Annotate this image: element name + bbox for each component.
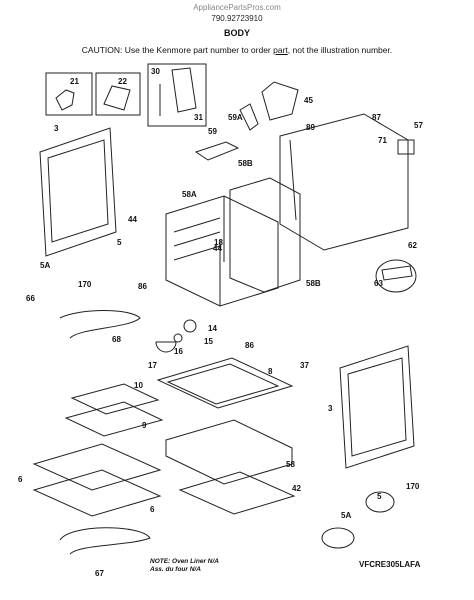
- page-title: BODY: [223, 28, 250, 38]
- callout-labels: 21 22 30 31 45 87 89 71 57 59A 59 58B 3 …: [18, 67, 423, 578]
- callout-170-left: 170: [78, 280, 92, 289]
- callout-58b-top: 58B: [238, 159, 253, 168]
- part-45-bracket[interactable]: [261, 81, 299, 121]
- callout-17: 17: [148, 361, 157, 370]
- callout-16: 16: [174, 347, 183, 356]
- callout-63: 63: [374, 279, 383, 288]
- drawer-42[interactable]: [178, 471, 296, 515]
- callout-57: 57: [414, 121, 423, 130]
- box-part-30-31[interactable]: [147, 63, 207, 127]
- leveling-leg-5[interactable]: [365, 491, 395, 513]
- callout-31: 31: [194, 113, 203, 122]
- oven-rack-lower[interactable]: [32, 469, 162, 517]
- drawer-panel-8[interactable]: [156, 357, 294, 409]
- callout-59a: 59A: [228, 113, 243, 122]
- callout-22: 22: [118, 77, 127, 86]
- note-line-2: Ass. du four N/A: [150, 566, 201, 573]
- caution-part-link[interactable]: part: [273, 45, 288, 55]
- part-16[interactable]: [155, 341, 177, 353]
- back-panel-71[interactable]: [279, 113, 409, 251]
- callout-170-right: 170: [406, 482, 420, 491]
- callout-58: 58: [286, 460, 295, 469]
- callout-21: 21: [70, 77, 79, 86]
- callout-42: 42: [292, 484, 301, 493]
- callout-68: 68: [112, 335, 121, 344]
- caution-text: CAUTION: Use the Kenmore part number to …: [0, 45, 474, 55]
- callout-15: 15: [204, 337, 213, 346]
- callout-3-top: 3: [54, 124, 59, 133]
- callout-59: 59: [208, 127, 217, 136]
- callout-44-b: 44: [213, 244, 222, 253]
- box-part-22[interactable]: [95, 72, 141, 116]
- insulation-58b[interactable]: [229, 177, 301, 293]
- callout-6-a: 6: [18, 475, 23, 484]
- callout-5a-left: 5A: [40, 261, 50, 270]
- footer-note: NOTE: Oven Liner N/A Ass. du four N/A: [150, 558, 219, 574]
- part-57[interactable]: [397, 139, 415, 155]
- part-59a[interactable]: [239, 103, 259, 131]
- callout-3-right: 3: [328, 404, 333, 413]
- callout-8: 8: [268, 367, 273, 376]
- callout-10: 10: [134, 381, 143, 390]
- model-number: 790.92723910: [211, 14, 263, 23]
- callout-58b-mid: 58B: [306, 279, 321, 288]
- bake-element-66[interactable]: [59, 310, 141, 339]
- broil-pan-9[interactable]: [64, 401, 164, 437]
- part-59[interactable]: [194, 141, 240, 161]
- caution-before: CAUTION: Use the Kenmore part number to …: [81, 45, 274, 55]
- broil-element-67[interactable]: [59, 527, 151, 555]
- callout-6-b: 6: [150, 505, 155, 514]
- part-62-element[interactable]: [375, 259, 417, 293]
- callout-71: 71: [378, 136, 387, 145]
- callout-66: 66: [26, 294, 35, 303]
- part-15[interactable]: [173, 333, 183, 343]
- callout-87: 87: [372, 113, 381, 122]
- callout-5-right: 5: [377, 492, 382, 501]
- callout-45: 45: [304, 96, 313, 105]
- callout-44-a: 44: [128, 215, 137, 224]
- part-14[interactable]: [183, 319, 197, 333]
- leveling-leg-5a[interactable]: [321, 527, 355, 549]
- callout-9: 9: [142, 421, 147, 430]
- note-line-1: NOTE: Oven Liner N/A: [150, 558, 219, 565]
- side-panel-left[interactable]: [39, 127, 117, 257]
- callout-5a-right: 5A: [341, 511, 351, 520]
- callout-89: 89: [306, 123, 315, 132]
- callout-67: 67: [95, 569, 104, 578]
- callout-14: 14: [208, 324, 217, 333]
- callout-58a: 58A: [182, 190, 197, 199]
- oven-cavity-58a[interactable]: [165, 195, 279, 307]
- diagram-code: VFCRE305LAFA: [359, 560, 421, 569]
- callout-18: 18: [214, 238, 223, 247]
- callout-30: 30: [151, 67, 160, 76]
- callout-5-left: 5: [117, 238, 122, 247]
- insulation-58[interactable]: [165, 419, 293, 485]
- broil-pan-insert-10[interactable]: [70, 383, 160, 415]
- box-part-21[interactable]: [45, 72, 93, 116]
- side-panel-right[interactable]: [339, 345, 415, 469]
- caution-after: , not the illustration number.: [287, 45, 393, 55]
- callout-62: 62: [408, 241, 417, 250]
- oven-rack-upper[interactable]: [32, 443, 162, 491]
- site-watermark: AppliancePartsPros.com: [193, 3, 281, 12]
- callout-37: 37: [300, 361, 309, 370]
- callout-86-left: 86: [138, 282, 147, 291]
- callout-86-mid: 86: [245, 341, 254, 350]
